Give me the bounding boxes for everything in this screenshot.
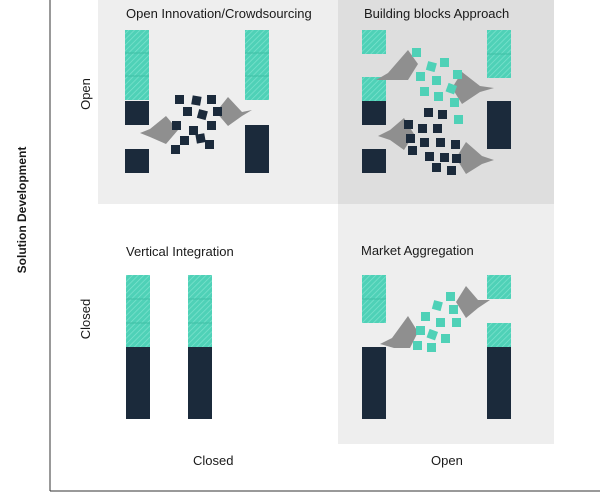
block [446,292,455,301]
block [426,328,439,341]
stack-navy [487,347,511,419]
block [449,305,458,314]
stack-teal [125,30,149,100]
block [172,121,181,130]
block [431,300,443,312]
block [418,124,427,133]
block [175,95,184,104]
funnel-icon [456,142,494,174]
stack-navy [188,347,212,419]
stack-teal [362,30,386,54]
block [207,95,216,104]
block [195,133,206,144]
block [213,107,222,116]
block [453,70,462,79]
funnel-icon [456,286,490,318]
quadrant-title-building-blocks: Building blocks Approach [364,6,510,21]
block [412,48,421,57]
stack-navy [362,347,386,419]
stack-teal [487,323,511,347]
open-innovation-graphic [125,30,269,173]
quadrant-title-market-aggregation: Market Aggregation [361,243,474,258]
block [440,58,449,67]
stack-navy [362,149,386,173]
block [413,341,422,350]
y-tick-closed: Closed [78,298,93,340]
funnel-icon [140,116,178,144]
block [432,76,441,85]
block [425,152,434,161]
block [406,134,415,143]
stack-navy [125,149,149,173]
block [421,312,430,321]
market-aggregation-graphic [362,275,511,419]
block [207,121,216,130]
x-tick-open: Open [431,453,463,468]
block [425,61,437,73]
block [427,343,436,352]
stack-teal [126,275,150,347]
building-blocks-graphic [362,30,511,175]
block [420,138,429,147]
stack-teal [245,30,269,100]
block [180,136,189,145]
stack-navy [125,101,149,125]
stack-navy [126,347,150,419]
block [196,109,208,121]
block [436,138,445,147]
block [189,126,198,135]
block [436,318,445,327]
stack-navy [245,125,269,173]
quadrant-title-vertical-integration: Vertical Integration [126,244,234,259]
block [447,166,456,175]
block [420,87,429,96]
funnel-icon [380,316,418,348]
block [205,140,214,149]
block [441,334,450,343]
block [191,95,202,106]
block [432,163,441,172]
block [450,98,459,107]
block [454,115,463,124]
y-axis-title: Solution Development [15,146,29,274]
stack-teal [487,275,511,299]
block [416,72,425,81]
block [416,326,425,335]
block [424,108,433,117]
block [434,92,443,101]
funnel-icon [376,50,418,80]
block [452,318,461,327]
stack-teal [362,77,386,101]
block [183,107,192,116]
block [433,124,442,133]
block [452,154,461,163]
block [451,140,460,149]
block [440,153,449,162]
block [438,110,447,119]
block [171,145,180,154]
quadrant-title-open-innovation: Open Innovation/Crowdsourcing [126,6,312,21]
stack-teal [188,275,212,347]
funnel-icon [216,97,252,126]
block [404,120,413,129]
vertical-integration-graphic [126,275,212,419]
funnel-icon [452,72,494,104]
stack-navy [362,101,386,125]
block [408,146,417,155]
y-tick-open: Open [78,78,93,110]
block [445,82,458,95]
stack-navy [487,101,511,149]
x-tick-closed: Closed [193,453,234,468]
